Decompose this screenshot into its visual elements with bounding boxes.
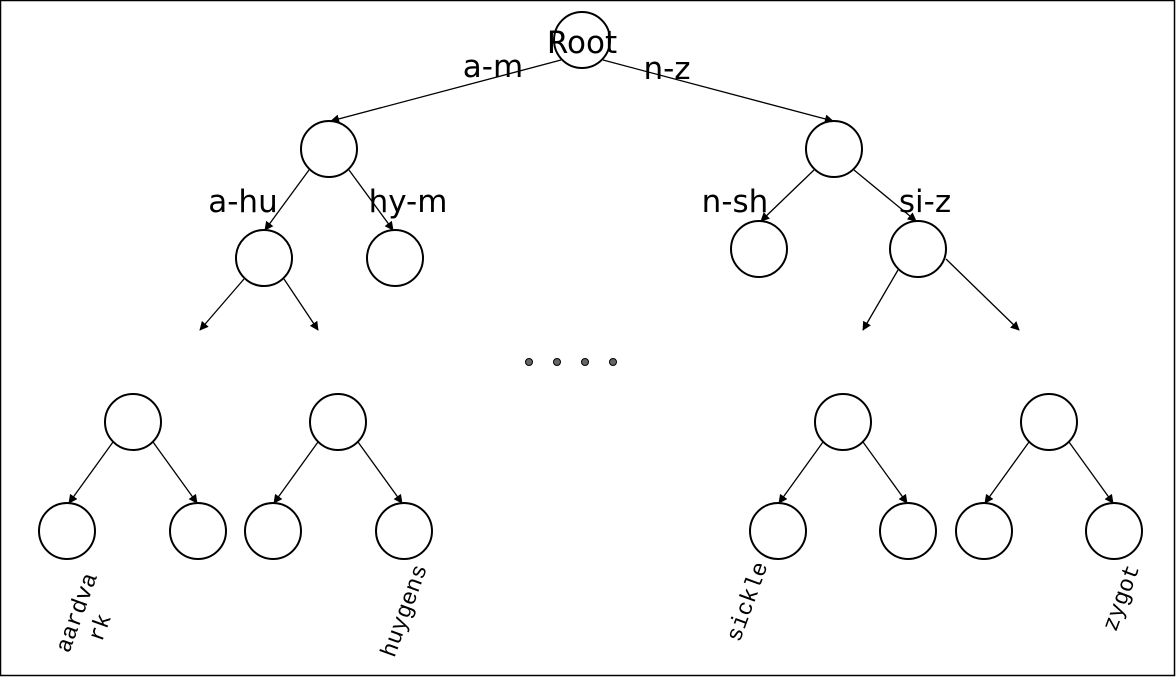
leaf-word-aardvark: aardva rk bbox=[51, 569, 118, 656]
edge-label-a-hu: a-hu bbox=[208, 184, 277, 220]
subtree-node-1 bbox=[104, 393, 162, 451]
node-a-m bbox=[300, 120, 358, 178]
node-hy-m bbox=[366, 229, 424, 287]
leaf-node-zygot bbox=[1085, 502, 1143, 560]
edge-label-si-z: si-z bbox=[899, 184, 951, 220]
edge-r1-to-r2a bbox=[760, 169, 815, 222]
edge-b4-right bbox=[1068, 441, 1114, 504]
node-n-sh bbox=[730, 220, 788, 278]
leaf-word-zygot: zygot bbox=[1098, 561, 1146, 635]
edge-b3-right bbox=[862, 441, 908, 504]
edge-b1-right bbox=[152, 441, 198, 504]
node-a-hu bbox=[235, 229, 293, 287]
edge-b4-left bbox=[984, 441, 1030, 504]
edge-r2b-down-left bbox=[862, 269, 899, 331]
leaf-node-aardvark bbox=[38, 502, 96, 560]
leaf-node-6 bbox=[879, 502, 937, 560]
edge-l2a-down-left bbox=[199, 278, 245, 331]
leaf-word-sickle: sickle bbox=[722, 559, 775, 646]
leaf-node-7 bbox=[955, 502, 1013, 560]
edge-b1-left bbox=[68, 441, 114, 504]
edge-b3-left bbox=[778, 441, 824, 504]
leaf-node-sickle bbox=[749, 502, 807, 560]
leaf-word-huygens: huygens bbox=[376, 561, 433, 661]
edge-label-a-m: a-m bbox=[463, 49, 523, 85]
edge-l1-to-l2b bbox=[348, 169, 394, 231]
node-n-z bbox=[805, 120, 863, 178]
edge-l1-to-l2a bbox=[264, 169, 310, 231]
subtree-node-4 bbox=[1020, 393, 1078, 451]
ellipsis-dot bbox=[553, 358, 561, 366]
root-node bbox=[553, 11, 611, 69]
ellipsis-dot bbox=[581, 358, 589, 366]
edge-b2-right bbox=[357, 441, 403, 504]
edge-root-to-right bbox=[602, 59, 834, 124]
edge-l2a-down-right bbox=[283, 278, 319, 331]
subtree-node-2 bbox=[309, 393, 367, 451]
ellipsis-dot bbox=[525, 358, 533, 366]
edge-label-n-sh: n-sh bbox=[702, 184, 769, 220]
edge-root-to-left bbox=[330, 59, 562, 124]
edge-label-hy-m: hy-m bbox=[369, 184, 448, 220]
edge-r1-to-r2b bbox=[853, 169, 917, 222]
edge-label-n-z: n-z bbox=[643, 51, 690, 87]
leaf-node-huygens bbox=[375, 502, 433, 560]
leaf-node-2 bbox=[169, 502, 227, 560]
leaf-node-3 bbox=[244, 502, 302, 560]
node-si-z bbox=[889, 220, 947, 278]
ellipsis-dot bbox=[609, 358, 617, 366]
subtree-node-3 bbox=[814, 393, 872, 451]
edge-b2-left bbox=[273, 441, 319, 504]
edge-r2b-down-right bbox=[945, 258, 1020, 331]
root-label: Root bbox=[547, 25, 617, 61]
